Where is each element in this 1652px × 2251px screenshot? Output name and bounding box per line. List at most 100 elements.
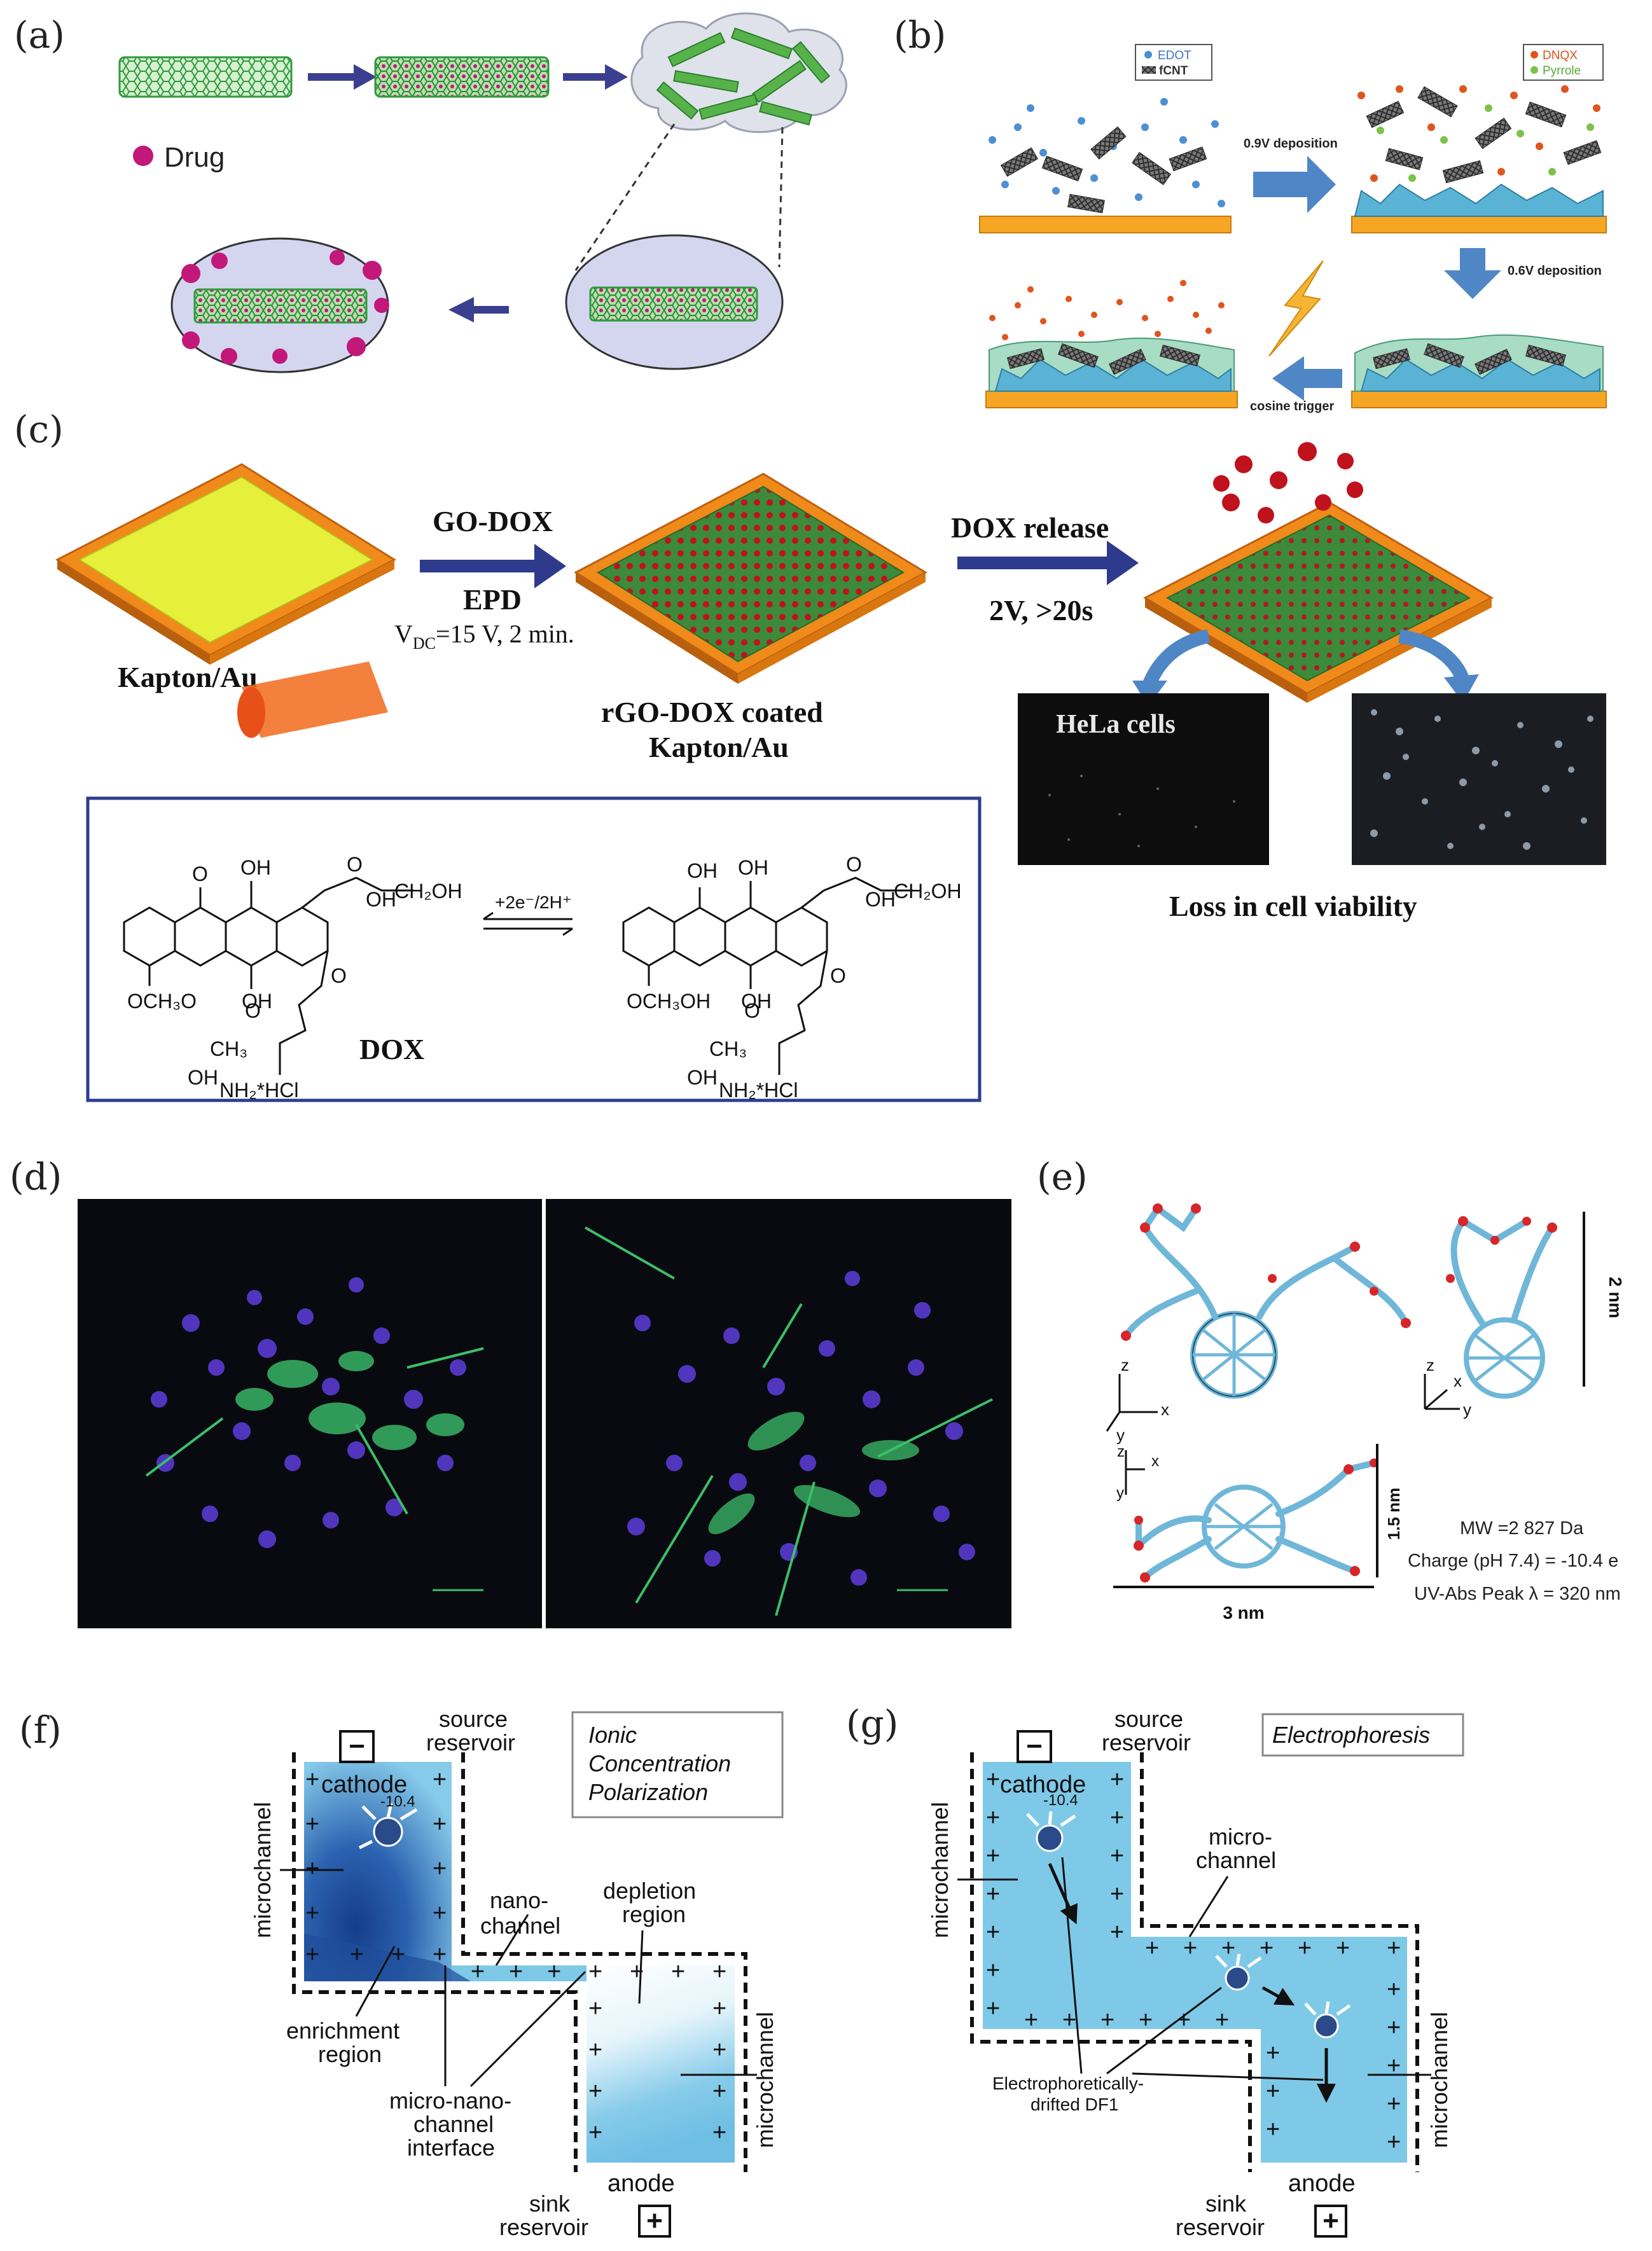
svg-text:O: O [830, 964, 846, 987]
panel-b-label: (b) [894, 13, 946, 57]
f-depletion-line1: depletion [603, 1878, 696, 1904]
b-step3 [1351, 334, 1607, 408]
zoom-lines [574, 123, 784, 271]
f-source-line1: source [439, 1706, 508, 1732]
cnt-rods [656, 27, 831, 126]
f-depletion-line2: region [622, 1901, 686, 1927]
panel-a-label: (a) [14, 13, 65, 57]
svg-text:OH: OH [738, 856, 768, 879]
fcnt-swatch [1142, 66, 1156, 74]
arrow-b2 [1444, 248, 1501, 299]
svg-text:+: + [305, 1766, 319, 1793]
hela-right-cells [1370, 709, 1593, 850]
svg-text:+: + [1266, 2116, 1280, 2143]
axis1-y: y [1116, 1425, 1125, 1444]
svg-text:O: O [347, 853, 363, 876]
f-box-line2: Concentration [588, 1750, 731, 1777]
svg-text:+: + [588, 1958, 602, 1985]
arrow2-top: DOX release [951, 511, 1109, 544]
legend-b2 [1523, 44, 1604, 81]
f-sink-line2: reservoir [499, 2214, 588, 2240]
svg-text:+: + [986, 1804, 1000, 1831]
f-interface-line1: micro-nano- [389, 2088, 511, 2114]
g-cathode-symbol [1017, 1730, 1052, 1763]
arrow-c2 [957, 541, 1139, 585]
drug-legend-label: Drug [164, 142, 225, 173]
svg-text:+: + [986, 1919, 1000, 1946]
legend-edot: EDOT [1158, 49, 1191, 62]
g-sink-line1: sink [1205, 2191, 1247, 2217]
f-minus: − [349, 1731, 365, 1762]
edot-dot [1144, 51, 1152, 59]
viability-label: Loss in cell viability [1169, 890, 1417, 922]
svg-text:+: + [350, 1941, 364, 1968]
step-06-label: 0.6V deposition [1508, 264, 1602, 278]
svg-text:+: + [433, 1811, 447, 1838]
dox-structure-right [622, 876, 913, 1075]
f-mode-box [571, 1711, 784, 1818]
arrow1-vdc-sub: DC [413, 634, 436, 653]
svg-text:OH: OH [687, 859, 718, 882]
coated-plate-edge [576, 572, 738, 684]
pyrrole-dot [1531, 66, 1538, 74]
b-step2 [1351, 85, 1607, 233]
svg-text:+: + [305, 1900, 319, 1927]
zoom-tube-left [193, 288, 368, 324]
f-charge-tag: -10.4 [380, 1793, 415, 1810]
svg-text:+: + [433, 1900, 447, 1927]
released-plate-edge [1145, 598, 1307, 703]
svg-text:+: + [1387, 2091, 1401, 2117]
svg-text:+: + [712, 2119, 726, 2146]
arrow1-vdc-line: VDC=15 V, 2 min. [394, 620, 574, 653]
svg-text:+: + [986, 1957, 1000, 1984]
g-drift-arrows [1048, 1862, 1336, 2103]
g-anode-symbol [1314, 2205, 1347, 2238]
arrow-a2-head [605, 64, 628, 90]
g-molecules [1026, 1811, 1351, 2039]
dox-structure-left [123, 876, 413, 1075]
svg-text:OH: OH [741, 990, 772, 1013]
g-dashed-walls [970, 1752, 1419, 2172]
panel-c: (c) Kapton/Au GO-DOX EPD VDC=15 V, 2 min… [14, 408, 1606, 1102]
svg-text:NH₂*HCl: NH₂*HCl [719, 1079, 798, 1102]
svg-text:+: + [588, 2037, 602, 2063]
svg-text:O: O [744, 999, 760, 1022]
svg-text:OCH₃O: OCH₃O [127, 990, 197, 1013]
curved-arrow-left [1141, 629, 1211, 690]
svg-text:+: + [305, 1811, 319, 1838]
released-dox-dots [1213, 442, 1363, 523]
svg-text:OH: OH [687, 1066, 718, 1089]
g-anode-label: anode [1288, 2170, 1356, 2197]
arrow-c1 [420, 544, 566, 588]
depletion-region [587, 1965, 735, 2163]
svg-text:+: + [391, 1941, 405, 1968]
axis1-x: x [1161, 1400, 1169, 1419]
svg-text:+: + [509, 1958, 523, 1985]
g-cathode-label: cathode [1000, 1771, 1086, 1798]
f-interface-line2: channel [413, 2111, 494, 2137]
released-layer [1165, 514, 1471, 682]
g-mode-box [1261, 1713, 1464, 1757]
lightning-icon [1268, 260, 1324, 357]
coated-plate-edge2 [738, 572, 926, 684]
hela-label: HeLa cells [1056, 710, 1176, 739]
arrow-b1 [1253, 156, 1336, 213]
f-box-line1: Ionic [588, 1722, 637, 1748]
svg-text:O: O [192, 862, 208, 885]
svg-text:+: + [986, 1881, 1000, 1908]
scale-2nm-label: 2 nm [1606, 1277, 1625, 1318]
svg-text:+: + [1110, 1804, 1124, 1831]
axis3-y: y [1116, 1485, 1124, 1502]
axis3-z: z [1117, 1443, 1125, 1460]
scale-15nm-label: 1.5 nm [1384, 1488, 1403, 1540]
svg-text:OCH₃OH: OCH₃OH [627, 990, 711, 1013]
hela-left-speckle [1048, 775, 1235, 847]
svg-text:+: + [1215, 2007, 1229, 2033]
f-enrich-leader [355, 1946, 396, 2017]
svg-text:CH₃: CH₃ [210, 1037, 247, 1060]
charge-label: Charge (pH 7.4) = -10.4 e [1408, 1551, 1618, 1571]
f-microchannel-left: microchannel [249, 1802, 275, 1938]
panel-a: (a) Drug [14, 12, 847, 373]
g-micro-leader [1188, 1876, 1229, 1937]
svg-text:+: + [1298, 1935, 1312, 1962]
